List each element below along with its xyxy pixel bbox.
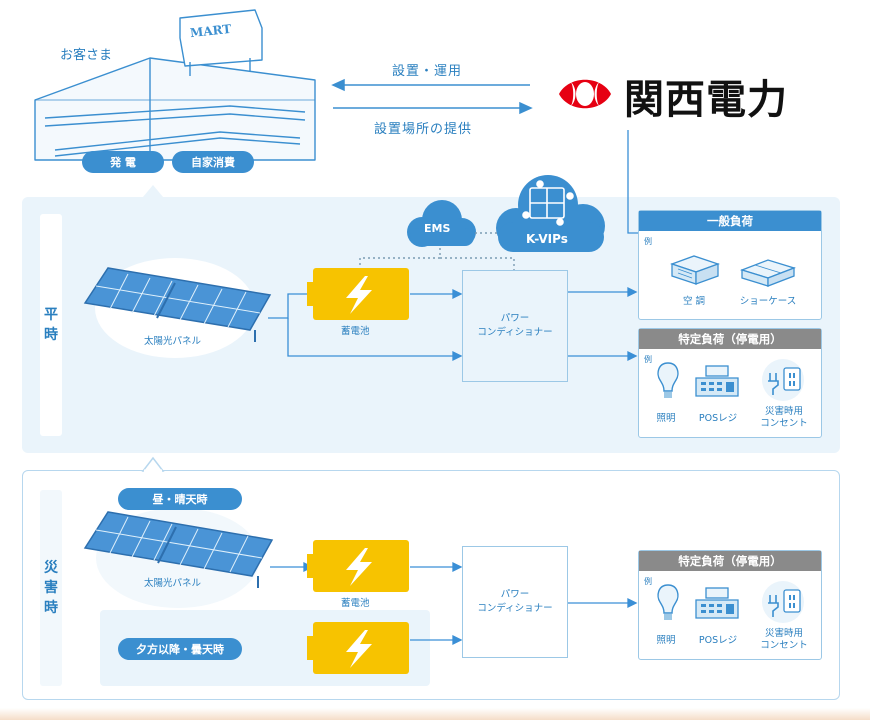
light-label: 照明 (656, 413, 676, 424)
network-icon (522, 180, 574, 226)
battery-icon (307, 268, 409, 320)
battery-disaster-icon (307, 540, 409, 592)
solar-panel-disaster-icon (83, 508, 274, 608)
disaster-section-label: 災 害 時 (40, 490, 62, 686)
power-conditioner-disaster-box: パワー コンディショナー (462, 546, 568, 658)
pos-disaster-label: POSレジ (698, 635, 738, 646)
air-conditioner-label: 空 調 (682, 296, 706, 307)
light-bulb-icon (657, 362, 679, 398)
pos-register-icon (695, 365, 739, 397)
general-load-example: 例 (644, 237, 652, 246)
store-building-icon (34, 9, 316, 161)
generation-pill: 発 電 (82, 151, 164, 173)
kansai-logo-icon (559, 79, 611, 109)
pos-register-disaster-icon (695, 587, 739, 619)
outlet-disaster-label: 災害時用 コンセント (760, 628, 808, 651)
customer-callout-wedge (143, 185, 163, 197)
battery-evening-icon (307, 622, 409, 674)
solar-panel-icon (83, 258, 272, 358)
ems-cloud-icon (407, 200, 476, 247)
battery-label: 蓄電池 (341, 326, 370, 337)
self-consumption-pill: 自家消費 (172, 151, 254, 173)
kvips-label: K-VIPs (526, 232, 568, 246)
power-conditioner-box: パワー コンディショナー (462, 270, 568, 382)
outlet-icon (762, 359, 804, 401)
light-bulb-disaster-icon (657, 584, 679, 620)
specific-load-title: 特定負荷（停電用） (639, 329, 821, 349)
normal-callout-wedge (141, 456, 165, 472)
showcase-label: ショーケース (739, 296, 797, 307)
specific-load-example: 例 (644, 355, 652, 364)
company-to-load-line (627, 130, 638, 234)
company-name: 関西電力 (624, 77, 788, 123)
light-disaster-label: 照明 (656, 635, 676, 646)
outlet-label: 災害時用 コンセント (760, 406, 808, 429)
ems-label: EMS (424, 222, 451, 235)
solar-panel-label: 太陽光パネル (144, 336, 202, 347)
specific-load-disaster-title: 特定負荷（停電用） (639, 551, 821, 571)
general-load-panel: 一般負荷 (638, 210, 822, 320)
bottom-decoration (0, 708, 870, 720)
pos-label: POSレジ (698, 413, 738, 424)
kvips-cloud-icon (496, 175, 605, 252)
showcase-icon (740, 259, 796, 287)
general-load-title: 一般負荷 (639, 211, 821, 231)
solar-panel-disaster-label: 太陽光パネル (144, 578, 202, 589)
battery-disaster-label: 蓄電池 (341, 598, 370, 609)
specific-load-disaster-example: 例 (644, 577, 652, 586)
normal-flow-lines (268, 286, 638, 362)
relationship-arrows (331, 78, 533, 115)
outlet-disaster-icon (762, 581, 804, 623)
evening-pill: 夕方以降・曇天時 (118, 638, 242, 660)
disaster-flow-lines (270, 561, 638, 646)
customer-label: お客さま (60, 48, 113, 63)
install-operate-label: 設置・運用 (392, 64, 463, 79)
normal-section-label: 平 時 (40, 214, 62, 436)
air-conditioner-icon (670, 255, 720, 285)
ems-dotted-lines (359, 232, 515, 270)
daytime-pill: 昼・晴天時 (118, 488, 242, 510)
site-provision-label: 設置場所の提供 (374, 122, 473, 137)
